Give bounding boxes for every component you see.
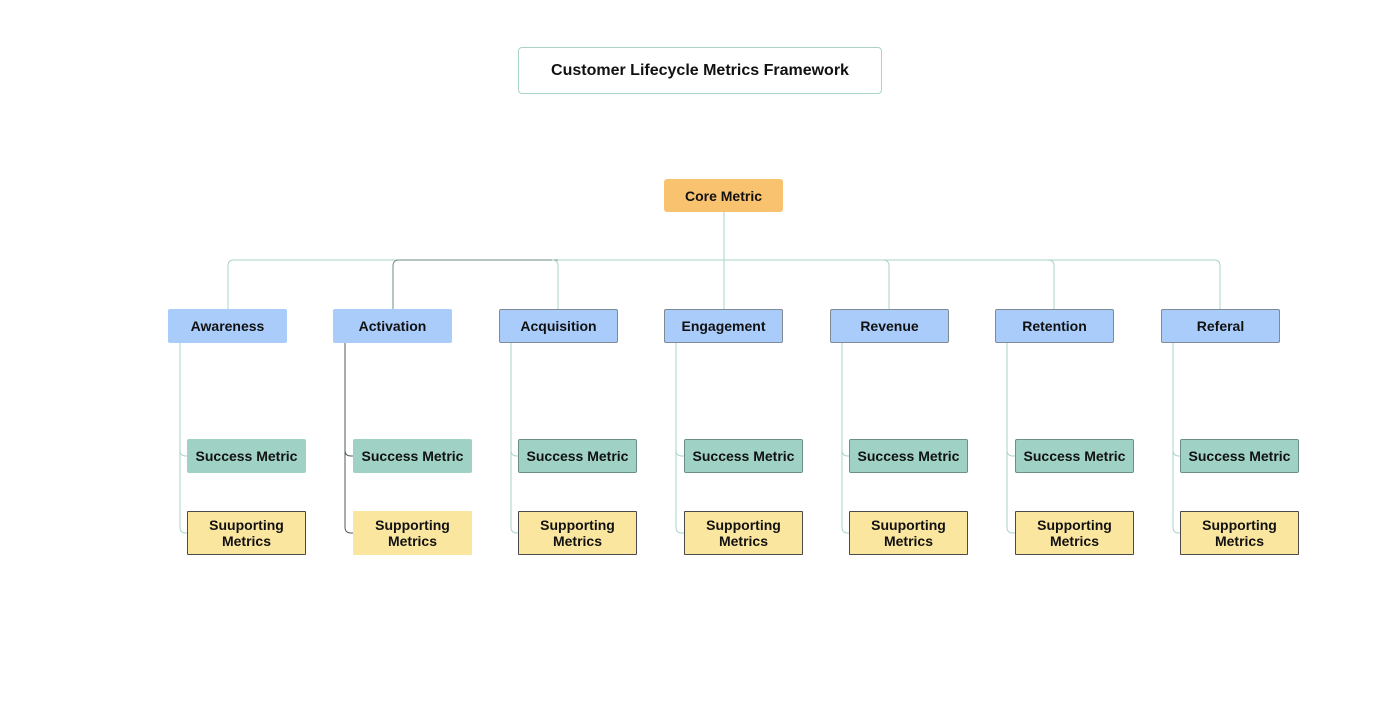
bus-left-drop (227, 259, 235, 309)
children-engagement (675, 343, 684, 534)
success-metric-retention[interactable]: Success Metric (1015, 439, 1134, 473)
success-metric-acquisition[interactable]: Success Metric (518, 439, 637, 473)
stage-awareness[interactable]: Awareness (168, 309, 287, 343)
stage-acquisition[interactable]: Acquisition (499, 309, 618, 343)
diagram-title: Customer Lifecycle Metrics Framework (518, 47, 882, 94)
supporting-metrics-activation[interactable]: Supporting Metrics (353, 511, 472, 555)
drop-activation (392, 259, 400, 309)
children-acquisition (510, 343, 518, 534)
children-activation (344, 343, 353, 534)
drop-retention (1047, 259, 1055, 309)
core-metric-node[interactable]: Core Metric (664, 179, 783, 212)
stage-referal[interactable]: Referal (1161, 309, 1280, 343)
supporting-metrics-acquisition[interactable]: Supporting Metrics (518, 511, 637, 555)
supporting-metrics-referal[interactable]: Supporting Metrics (1180, 511, 1299, 555)
stage-retention[interactable]: Retention (995, 309, 1114, 343)
success-metric-awareness[interactable]: Success Metric (187, 439, 306, 473)
stage-revenue[interactable]: Revenue (830, 309, 949, 343)
drop-acquisition (551, 259, 559, 309)
supporting-metrics-revenue[interactable]: Suuporting Metrics (849, 511, 968, 555)
success-metric-activation[interactable]: Success Metric (353, 439, 472, 473)
children-revenue (841, 343, 849, 534)
bus-line (234, 259, 1221, 309)
supporting-metrics-awareness[interactable]: Suuporting Metrics (187, 511, 306, 555)
children-referal (1172, 343, 1180, 534)
children-awareness (179, 343, 188, 534)
stage-activation[interactable]: Activation (333, 309, 452, 343)
success-metric-referal[interactable]: Success Metric (1180, 439, 1299, 473)
stage-engagement[interactable]: Engagement (664, 309, 783, 343)
drop-revenue (882, 259, 890, 309)
supporting-metrics-retention[interactable]: Supporting Metrics (1015, 511, 1134, 555)
success-metric-engagement[interactable]: Success Metric (684, 439, 803, 473)
success-metric-revenue[interactable]: Success Metric (849, 439, 968, 473)
children-retention (1006, 343, 1015, 534)
supporting-metrics-engagement[interactable]: Supporting Metrics (684, 511, 803, 555)
